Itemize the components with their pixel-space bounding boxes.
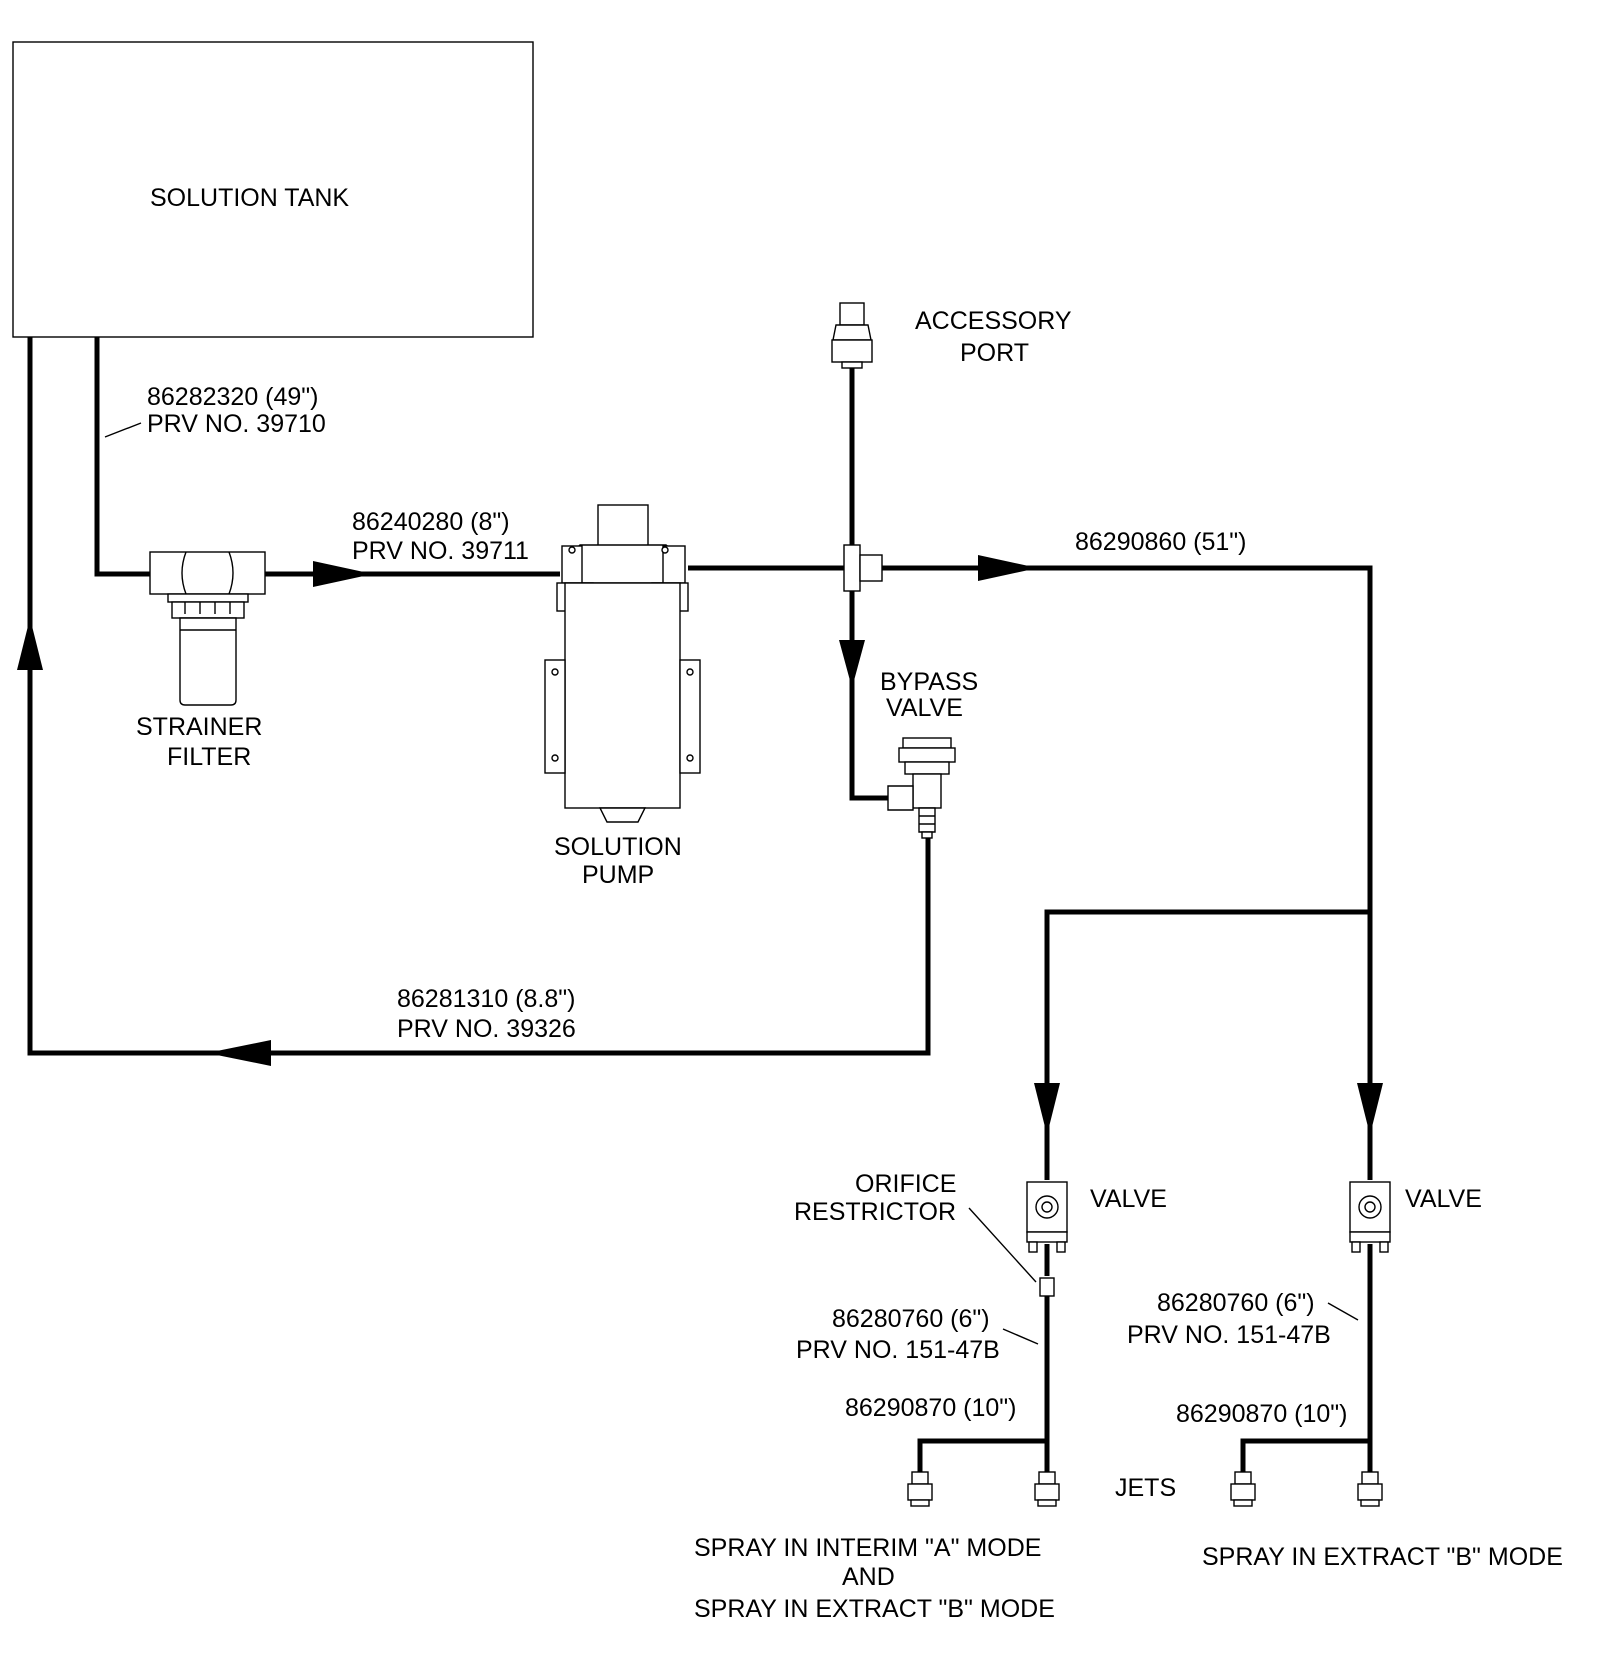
hose-a-label-line2: PRV NO. 151-47B <box>796 1336 1000 1364</box>
arrow-down-icon <box>1034 1083 1060 1135</box>
bypass-label-line1: BYPASS <box>880 668 978 696</box>
left-jet-hose-pipe <box>917 1296 1050 1472</box>
jet-nozzle <box>1357 1471 1383 1507</box>
bypass-label-line2: VALVE <box>886 694 963 722</box>
spray-a-label-line1: SPRAY IN INTERIM "A" MODE <box>694 1534 1041 1562</box>
tank-label: SOLUTION TANK <box>150 184 349 212</box>
bypass-valve <box>887 737 956 839</box>
flow-arrows <box>17 555 1383 1135</box>
accessory-port <box>831 302 873 369</box>
tee-to-split-pipe <box>880 565 1373 912</box>
arrow-down-icon <box>1357 1083 1383 1135</box>
hose-b-label-line2: PRV NO. 151-47B <box>1127 1321 1331 1349</box>
arrow-right-icon <box>313 561 373 587</box>
pump-label-line1: SOLUTION <box>554 833 682 861</box>
orifice-leader-line <box>968 1207 1037 1283</box>
split-crossover-pipe <box>1044 909 1370 1180</box>
hose-tank-label-line2: PRV NO. 39710 <box>147 410 326 438</box>
jet-nozzle <box>907 1471 933 1507</box>
pump-label-line2: PUMP <box>582 861 654 889</box>
strainer-label-line1: STRAINER <box>136 713 262 741</box>
jet-hose-a-label: 86290870 (10") <box>845 1394 1017 1422</box>
strainer-label-line2: FILTER <box>167 743 251 771</box>
tank-to-strainer-pipe <box>94 337 150 577</box>
orifice-label-line2: RESTRICTOR <box>794 1198 956 1226</box>
valve-a-label: VALVE <box>1090 1185 1167 1213</box>
hose-pump-label-line2: PRV NO. 39711 <box>352 537 529 565</box>
spray-a-label-line2: AND <box>842 1563 895 1591</box>
valve-b-label: VALVE <box>1405 1185 1482 1213</box>
arrow-left-icon <box>207 1040 271 1066</box>
hose-b-leader-line <box>1327 1302 1359 1321</box>
spray-b-label: SPRAY IN EXTRACT "B" MODE <box>1202 1543 1563 1571</box>
accessory-label-line2: PORT <box>960 339 1029 367</box>
strainer-filter <box>149 551 266 706</box>
hose-return-label-line2: PRV NO. 39326 <box>397 1015 576 1043</box>
tee-fitting <box>843 544 883 592</box>
hose-return-label-line1: 86281310 (8.8") <box>397 985 575 1013</box>
jet-nozzle <box>1034 1471 1060 1507</box>
spray-a-label-line3: SPRAY IN EXTRACT "B" MODE <box>694 1595 1055 1623</box>
arrow-down-icon <box>839 640 865 688</box>
solution-pump <box>544 504 701 823</box>
solenoid-valve-b <box>1349 1181 1391 1253</box>
right-jet-hose-pipe <box>1240 1244 1373 1472</box>
hose-a-label-line1: 86280760 (6") <box>832 1305 990 1333</box>
jet-nozzle <box>1230 1471 1256 1507</box>
arrow-up-icon <box>17 618 43 670</box>
orifice-label-line1: ORIFICE <box>855 1170 956 1198</box>
hose-a-leader-line <box>1002 1328 1039 1345</box>
solenoid-valve-a <box>1026 1181 1068 1253</box>
orifice-restrictor <box>1039 1277 1055 1297</box>
bypass-return-pipe <box>27 337 931 1056</box>
hose-b-label-line1: 86280760 (6") <box>1157 1289 1315 1317</box>
solution-tank <box>12 41 534 338</box>
jets-label: JETS <box>1115 1474 1176 1502</box>
hose-tank-label-line1: 86282320 (49") <box>147 383 319 411</box>
hose-tank-leader-line <box>104 422 142 438</box>
arrow-right-icon <box>978 555 1038 581</box>
hose-pump-label-line1: 86240280 (8") <box>352 508 510 536</box>
accessory-label-line1: ACCESSORY <box>915 307 1072 335</box>
hose-main-label: 86290860 (51") <box>1075 528 1247 556</box>
jet-hose-b-label: 86290870 (10") <box>1176 1400 1348 1428</box>
